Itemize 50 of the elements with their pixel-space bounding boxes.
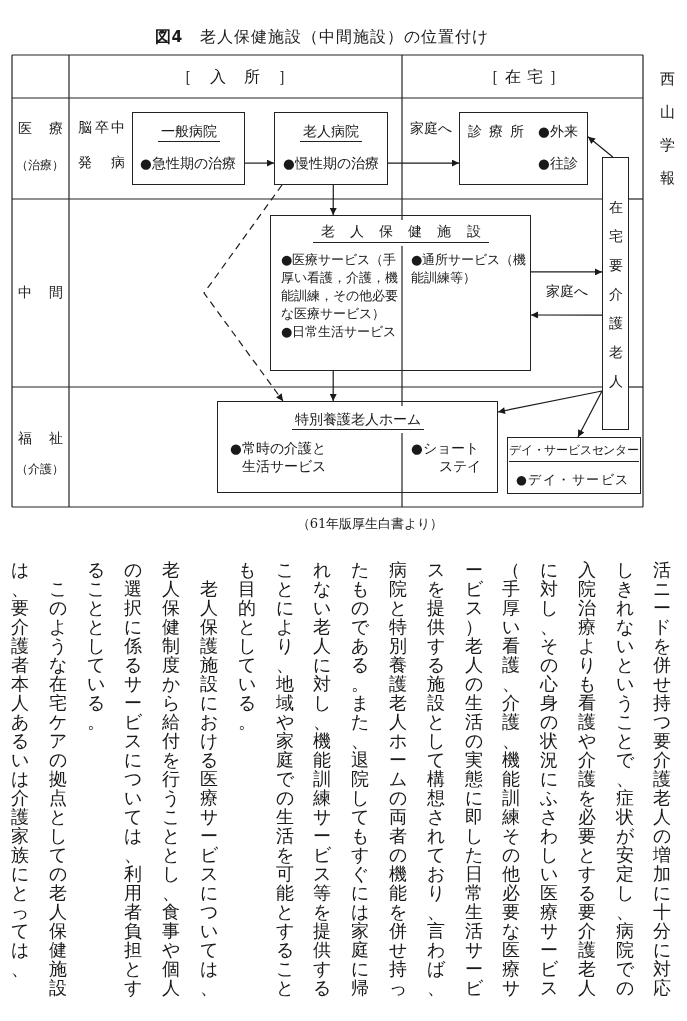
row-header: 医療 — [18, 119, 63, 137]
service-item: ●慢性期の治療 — [283, 154, 379, 172]
arrow — [244, 159, 275, 167]
onset-note: 脳卒中発病 — [78, 118, 125, 172]
body-paragraph: 活ニードを併せ持つ要介護老人の増加に十分に対応しきれないということで、症状が安定し、病院での入院治療よりも看護や介護を必要とする要介護老人に対し、その心身の状況にふさわしい医療サービス（手厚い看護、介護、機能訓練その他必要な医療サービス）老人の生活の実態に即した日常生活サービスを提供する施設として構想されており、言わば、病院と特別養護老人ホームの両者の機能を併せ持ったものである。また、退院してもすぐには家庭に帰れない老人に対し、機能訓練サービス等を提供することにより、地域や家庭での生活を可能とすることも目的としている。 — [237, 560, 672, 997]
service-item: ●デイ・サービス — [516, 471, 630, 489]
row-header: 中間 — [18, 283, 63, 301]
facility-name: 診療所 — [468, 122, 524, 140]
figure-title: 図4 老人保健施設（中間施設）の位置付け — [154, 28, 490, 46]
service-item: ●外来 — [538, 122, 578, 140]
edge-label: 家庭へ — [544, 282, 589, 299]
service-item: ●ショートステイ — [411, 439, 481, 475]
edge-label: 家庭へ — [408, 120, 453, 137]
facility-name: 老人保健施設 — [312, 222, 489, 243]
body-paragraph: 老人保護施設における医療サービスについては、老人保健制度から給付を行うこととし、食事や個人の選択に係るサービスについては、利用者負担とすることとしている。 — [86, 560, 219, 997]
arrow — [530, 311, 603, 319]
patient-box — [602, 157, 629, 430]
facility-box — [217, 401, 498, 493]
facility-name: 老人病院 — [300, 122, 362, 142]
column-header: ［在宅］ — [483, 67, 565, 87]
running-head: 西山学報 — [659, 69, 675, 189]
dashed-arrow — [203, 184, 284, 402]
facility-name: 特別養護老人ホーム — [291, 410, 424, 430]
facility-box — [274, 112, 388, 185]
arrow — [587, 136, 614, 158]
service-item: ●医療サービス（手厚い看護，介護，機能訓練，その他必要な医療サービス） — [281, 251, 399, 323]
facility-name: 一般病院 — [157, 122, 220, 142]
service-item: ●通所サービス（機能訓練等） — [411, 251, 527, 287]
facility-box — [507, 437, 641, 494]
row-header: （介護） — [16, 462, 64, 476]
row-header: （治療） — [16, 158, 64, 172]
arrow — [497, 390, 603, 415]
arrow — [387, 159, 460, 167]
source-note: （61年版厚生白書より） — [296, 516, 444, 531]
service-item: ●急性期の治療 — [140, 154, 236, 172]
facility-box — [132, 112, 245, 185]
arrow — [530, 268, 603, 276]
facility-box — [270, 215, 531, 371]
service-item: ●日常生活サービス — [281, 323, 397, 341]
facility-box — [459, 112, 588, 185]
arrow — [329, 370, 337, 402]
service-item: ●往診 — [538, 154, 578, 172]
body-paragraph: このような在宅ケアの拠点としての老人保健施設は、要介護者本人あるいは介護家族にとっては、 — [10, 560, 68, 997]
row-header: 福祉 — [18, 429, 63, 447]
patient-label: 在宅要介護老人 — [608, 198, 623, 391]
facility-name: デイ・サービスセンター — [509, 442, 639, 462]
arrow — [329, 184, 337, 216]
service-item: ●常時の介護と生活サービス — [230, 439, 326, 475]
arrow — [577, 390, 603, 438]
column-header: ［入所］ — [176, 67, 294, 87]
